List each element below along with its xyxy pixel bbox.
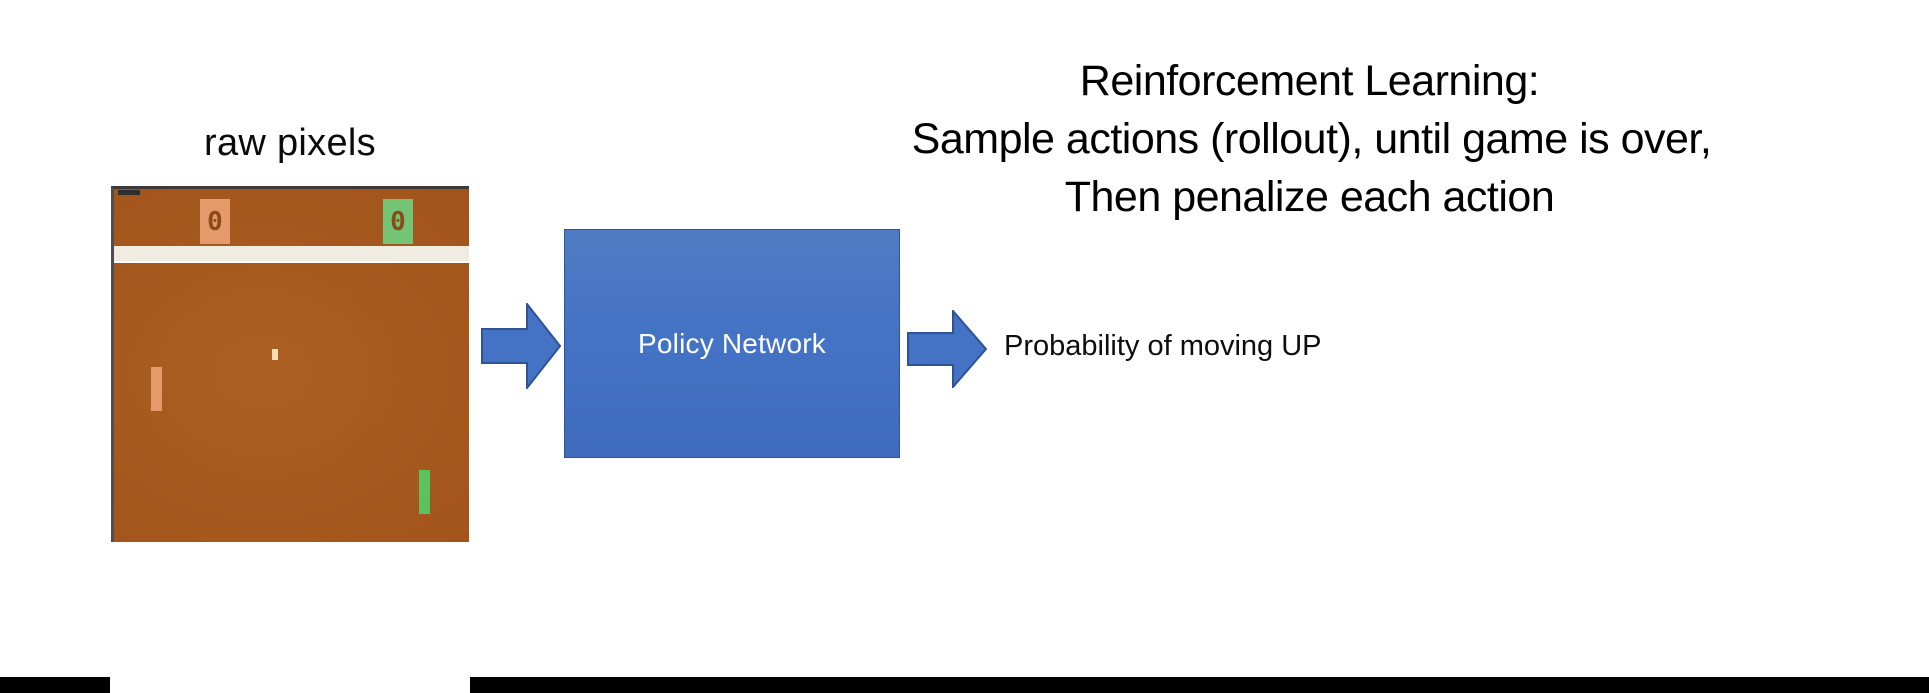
title-line-1: Reinforcement Learning: — [1079, 57, 1540, 105]
ball — [272, 349, 278, 360]
paddle-right — [419, 470, 430, 514]
policy-network-box[interactable]: Policy Network — [564, 229, 900, 458]
title-line-2: Sample actions (rollout), until game is … — [911, 115, 1712, 163]
title-line-3: Then penalize each action — [1064, 173, 1555, 221]
page-title: Reinforcement Learning: Sample actions (… — [700, 52, 1929, 226]
raw-pixels-caption: raw pixels — [204, 122, 376, 164]
score-left: 0 — [200, 199, 230, 244]
screen-corner-tick — [118, 190, 140, 195]
score-right: 0 — [383, 199, 413, 244]
pong-playfield: 0 0 — [114, 189, 469, 542]
watermark-text — [592, 462, 892, 512]
paddle-left — [151, 367, 162, 411]
pong-game-screen: 0 0 — [111, 186, 469, 542]
right-arrow-icon — [481, 303, 561, 389]
field-divider-line — [114, 246, 469, 263]
right-arrow-icon — [907, 310, 987, 388]
output-label: Probability of moving UP — [1004, 330, 1322, 362]
footer-bar-left — [0, 677, 110, 693]
policy-network-label: Policy Network — [638, 327, 826, 359]
footer-bar-right — [470, 677, 1929, 693]
